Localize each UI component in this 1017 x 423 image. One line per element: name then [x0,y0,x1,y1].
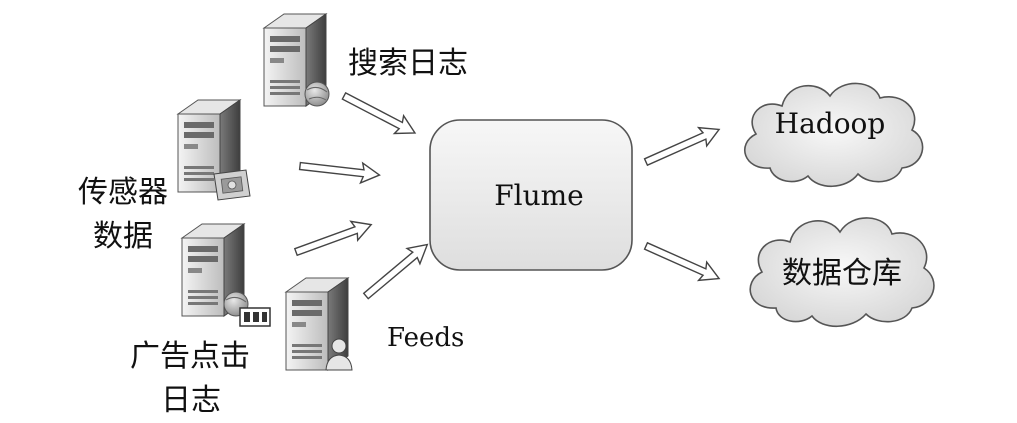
hollow-arrow-icon [298,155,382,186]
globe-icon [304,81,330,107]
hollow-arrow-icon [641,119,724,172]
server-search-log [263,13,330,107]
film-icon [239,307,271,327]
label-ad-click-line1: 广告点击 [130,339,250,374]
data-warehouse-label: 数据仓库 [782,256,902,291]
label-ad-click-line2: 日志 [161,383,221,418]
hadoop-label: Hadoop [775,107,886,140]
label-sensor-line1: 传感器 [78,175,168,210]
hollow-arrow-icon [641,236,724,289]
hollow-arrow-icon [358,236,435,305]
cloud-hadoop: Hadoop [744,82,924,187]
hollow-arrow-icon [338,86,421,143]
money-icon [213,169,251,201]
label-sensor-line2: 数据 [93,219,153,254]
server-ad-click [181,223,271,327]
cloud-icon [744,82,924,187]
server-sensor [177,99,251,201]
label-search-log: 搜索日志 [348,46,468,81]
hollow-arrow-icon [291,214,376,263]
flume-node: Flume [429,119,633,271]
cloud-icon [749,217,935,327]
label-feeds: Feeds [387,323,464,353]
user-icon [325,338,353,371]
server-feeds [285,277,353,371]
cloud-data-warehouse: 数据仓库 [749,217,935,327]
flume-label: Flume [494,179,584,212]
